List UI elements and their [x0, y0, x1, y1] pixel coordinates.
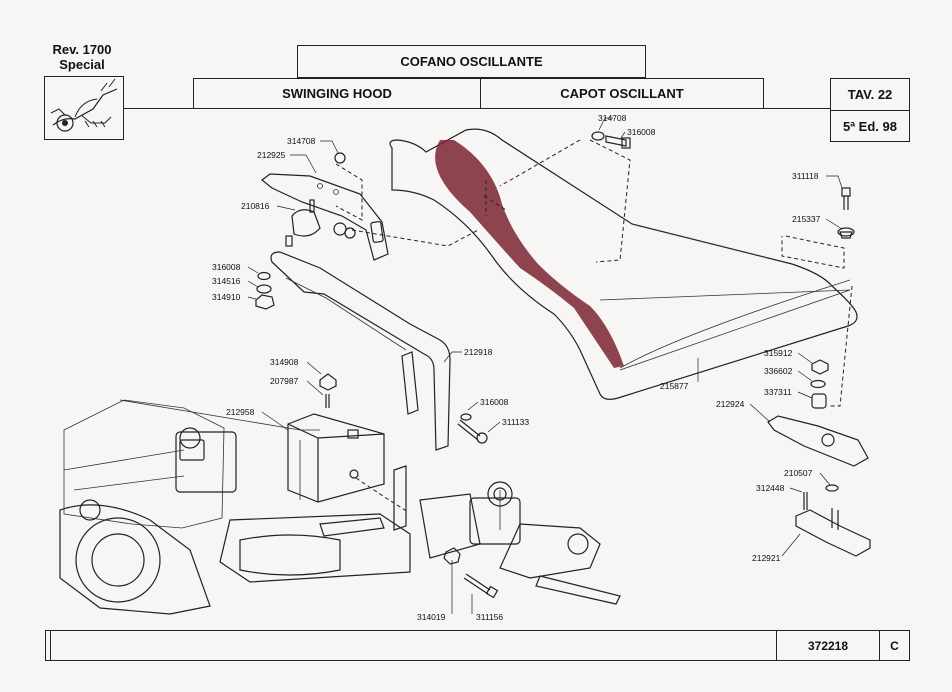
- title-french-box: CAPOT OSCILLANT: [480, 78, 764, 109]
- label-316008-b: 316008: [627, 127, 656, 137]
- footer-left-border: [45, 630, 46, 660]
- label-212924: 212924: [716, 399, 745, 409]
- title-italian: COFANO OSCILLANTE: [400, 54, 543, 69]
- drawing-code: 372218: [807, 638, 849, 653]
- hood-pivot-guide: [351, 229, 479, 247]
- tiller-thumbnail-drawing: [50, 78, 118, 132]
- hood-rear-guide: [781, 235, 845, 269]
- label-314516: 314516: [212, 276, 241, 286]
- label-210507: 210507: [784, 468, 813, 478]
- revision-letter: C: [890, 638, 899, 653]
- label-314708-a: 314708: [287, 136, 316, 146]
- label-207987: 207987: [270, 376, 299, 386]
- edition-box: 5ª Ed. 98: [830, 110, 910, 142]
- title-italian-box: COFANO OSCILLANTE: [297, 45, 646, 78]
- part-number-labels: 314708 212925 210816 316008 314516 31491…: [212, 113, 821, 622]
- label-316008-c: 316008: [480, 397, 509, 407]
- label-314019: 314019: [417, 612, 446, 622]
- leader-lines: [247, 117, 843, 614]
- right-bracket-assembly: [767, 359, 871, 557]
- tiller-thumbnail: [44, 76, 124, 140]
- label-311118: 311118: [792, 171, 819, 181]
- title-english-box: SWINGING HOOD: [193, 78, 481, 109]
- hood-bolt-guide: [589, 139, 631, 263]
- edition-label: 5ª Ed. 98: [843, 118, 897, 134]
- label-314910: 314910: [212, 292, 241, 302]
- label-315912: 315912: [764, 348, 793, 358]
- gearbox-bolt-311156: [443, 547, 499, 599]
- title-english: SWINGING HOOD: [282, 86, 392, 101]
- transmission-gearbox: [59, 399, 621, 615]
- label-311156: 311156: [476, 612, 503, 622]
- upper-bracket-212925: [261, 173, 389, 261]
- revision-model-label: Rev. 1700 Special: [40, 42, 124, 72]
- table-number-box: TAV. 22: [830, 78, 910, 111]
- label-337311: 337311: [764, 387, 792, 397]
- label-312448: 312448: [756, 483, 785, 493]
- footer-left-border-inner: [50, 630, 51, 660]
- rear-bolt-311118: [837, 187, 855, 239]
- label-314908: 314908: [270, 357, 299, 367]
- label-316008-a: 316008: [212, 262, 241, 272]
- hood-mount-guide: [828, 285, 853, 407]
- label-212921: 212921: [752, 553, 781, 563]
- label-210816: 210816: [241, 201, 270, 211]
- revision-letter-box: C: [879, 630, 910, 661]
- rubber-mount-210816: [285, 199, 321, 247]
- label-212958: 212958: [226, 407, 255, 417]
- label-212925: 212925: [257, 150, 286, 160]
- label-215877: 215877: [660, 381, 689, 391]
- spacer-block-212958: [287, 373, 385, 503]
- nut-washer-set-left: [255, 152, 356, 310]
- hood-bolt-guide-left: [499, 139, 581, 187]
- label-212918: 212918: [464, 347, 493, 357]
- label-215337: 215337: [792, 214, 821, 224]
- title-french: CAPOT OSCILLANT: [560, 86, 684, 101]
- main-bracket-212918: [270, 251, 451, 451]
- spacer-guide: [355, 477, 409, 513]
- revision-line-2: Special: [59, 57, 105, 72]
- table-number: TAV. 22: [847, 87, 893, 102]
- bracket-guide: [335, 163, 363, 221]
- revision-line-1: Rev. 1700: [52, 42, 112, 57]
- label-311133: 311133: [502, 417, 529, 427]
- swinging-hood-shell: [389, 128, 858, 400]
- hood-screw-set: [591, 131, 631, 149]
- drawing-code-box: 372218: [776, 630, 880, 661]
- label-314708-b: 314708: [598, 113, 627, 123]
- label-336602: 336602: [764, 366, 793, 376]
- bolt-311133: [457, 413, 488, 444]
